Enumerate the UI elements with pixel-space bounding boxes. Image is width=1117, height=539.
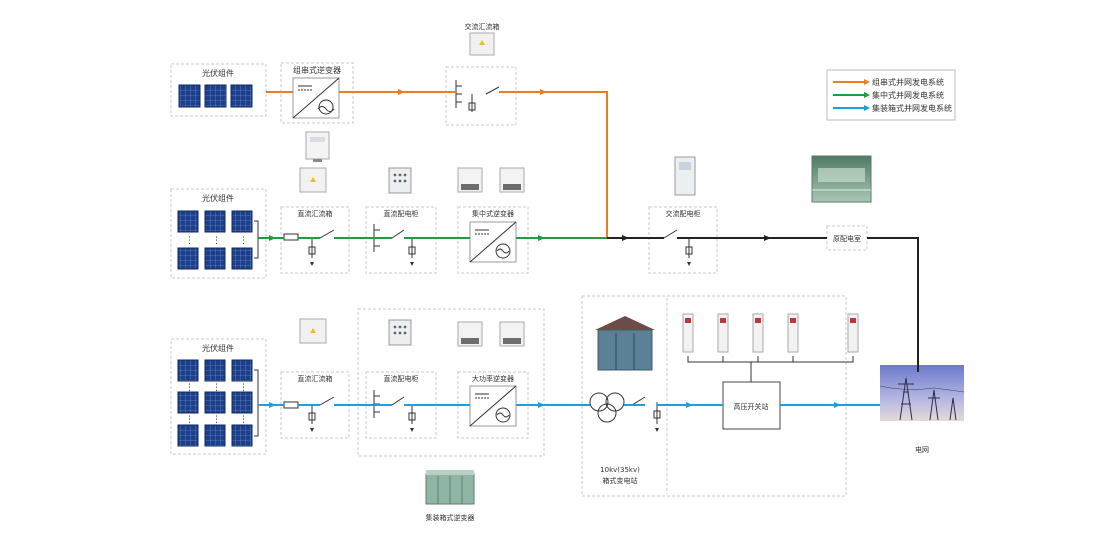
container-inverter: 集装箱式逆变器 <box>425 470 475 522</box>
switchgear-room-label: 原配电室 <box>833 234 861 243</box>
central-system-line <box>258 235 607 241</box>
dc-combiner-box-2: 直流汇流箱 <box>280 318 350 439</box>
string-inverter-label: 组串式逆变器 <box>293 65 341 75</box>
dc-combiner-box-1-label: 直流汇流箱 <box>298 209 333 218</box>
ac-combiner-box-label: 交流汇流箱 <box>465 22 500 31</box>
solar-panel-icon <box>231 424 253 447</box>
legend-label-central: 集中式并网发电系统 <box>872 90 944 100</box>
string-system-line <box>266 89 608 238</box>
solar-panel-icon <box>204 210 226 233</box>
pv-array-2-label: 光伏组件 <box>202 193 234 203</box>
solar-panel-icon <box>231 247 253 270</box>
box-substation-device-icon <box>597 329 653 371</box>
grid-label: 电网 <box>915 445 929 454</box>
power-tower-photo-icon <box>880 365 964 421</box>
dc-distribution-cabinet-1: 直流配电柜 <box>365 167 437 274</box>
solar-panel-icon <box>177 424 199 447</box>
box-substation: 10kv(35kv) 箱式变电站 <box>589 316 661 485</box>
solar-panel-icon <box>231 359 253 382</box>
ac-combiner-box: 交流汇流箱 <box>445 22 517 126</box>
box-substation-label-line1: 10kv(35kv) <box>600 466 640 474</box>
pv-array-3-label: 光伏组件 <box>202 343 234 353</box>
container-inverter-label: 集装箱式逆变器 <box>426 513 475 522</box>
solar-panel-icon <box>204 247 226 270</box>
svg-text:⋮: ⋮ <box>185 236 194 246</box>
high-power-inverter: 大功率逆变器 <box>457 321 529 439</box>
dc-combiner-box-1: 直流汇流箱 <box>280 167 350 274</box>
legend-label-string: 组串式并网发电系统 <box>872 77 944 87</box>
hv-cabinet-icon <box>787 313 799 353</box>
container-system-line <box>258 402 880 408</box>
dc-combiner-box-2-label: 直流汇流箱 <box>298 374 333 383</box>
pv-array-1-label: 光伏组件 <box>202 68 234 78</box>
solar-panel-icon <box>230 84 253 108</box>
hv-cabinet-icon <box>717 313 729 353</box>
solar-panel-icon <box>204 424 226 447</box>
solar-panel-icon <box>177 210 199 233</box>
solar-panel-icon <box>204 391 226 414</box>
ac-distribution-cabinet: 交流配电柜 <box>648 156 718 274</box>
hv-cabinet-icon <box>752 313 764 353</box>
string-inverter-device-icon <box>305 131 330 162</box>
pv-array-3: 光伏组件 ⋮ ⋮ ⋮ ⋮ ⋮ ⋮ <box>170 338 267 455</box>
hv-cabinet-icon <box>682 313 694 353</box>
svg-text:⋮: ⋮ <box>212 415 221 425</box>
hv-cabinet-icon <box>847 313 859 353</box>
central-inverter: 集中式逆变器 <box>457 167 529 274</box>
grid: 电网 <box>879 365 965 454</box>
solar-panel-icon <box>231 210 253 233</box>
pv-array-1: 光伏组件 <box>170 63 267 117</box>
switchgear-room: 原配电室 <box>811 155 872 251</box>
svg-text:⋮: ⋮ <box>212 383 221 393</box>
box-substation-label-line2: 箱式变电站 <box>603 476 638 485</box>
svg-text:⋮: ⋮ <box>212 236 221 246</box>
dc-distribution-cabinet-2-label: 直流配电柜 <box>384 374 419 383</box>
svg-text:⋮: ⋮ <box>185 383 194 393</box>
transformer-icon <box>589 392 609 412</box>
central-inverter-label: 集中式逆变器 <box>472 209 514 218</box>
svg-text:⋮: ⋮ <box>239 383 248 393</box>
solar-panel-icon <box>231 391 253 414</box>
solar-panel-icon <box>204 84 227 108</box>
svg-text:⋮: ⋮ <box>185 415 194 425</box>
output-line <box>607 235 919 372</box>
high-power-inverter-label: 大功率逆变器 <box>472 374 514 383</box>
solar-panel-icon <box>204 359 226 382</box>
solar-panel-icon <box>177 391 199 414</box>
dc-distribution-cabinet-2: 直流配电柜 <box>365 319 437 439</box>
solar-panel-icon <box>177 359 199 382</box>
solar-panel-icon <box>177 247 199 270</box>
dc-distribution-cabinet-1-label: 直流配电柜 <box>384 209 419 218</box>
ac-distribution-cabinet-label: 交流配电柜 <box>666 209 701 218</box>
hv-switch-station: 高压开关站 <box>682 313 859 430</box>
pv-array-2: 光伏组件 ⋮ ⋮ ⋮ <box>170 188 267 279</box>
legend: 组串式并网发电系统 集中式并网发电系统 集装箱式并网发电系统 <box>826 69 956 121</box>
svg-text:⋮: ⋮ <box>239 236 248 246</box>
hv-switch-station-label: 高压开关站 <box>734 402 769 411</box>
legend-label-container: 集装箱式并网发电系统 <box>872 103 952 113</box>
solar-panel-icon <box>178 84 201 108</box>
svg-text:⋮: ⋮ <box>239 415 248 425</box>
